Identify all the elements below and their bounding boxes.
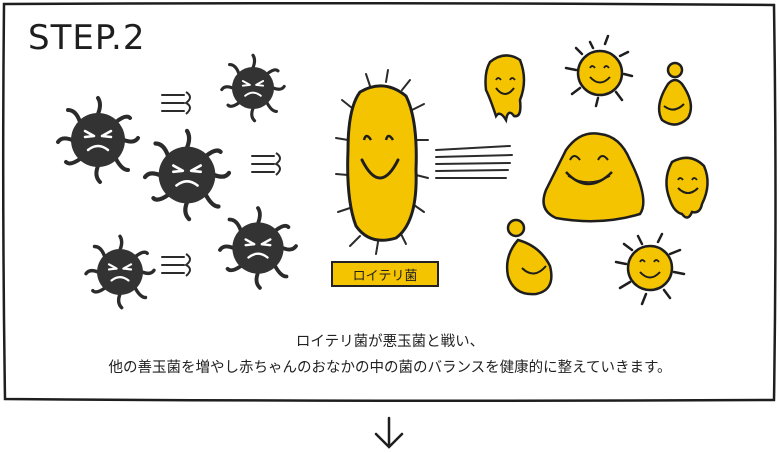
caption-line-1: ロイテリ菌が悪玉菌と戦い、 <box>295 334 485 350</box>
good-bacteria-icon <box>484 34 709 306</box>
step-title: STEP.2 <box>28 18 146 58</box>
caption-line-2: 他の善玉菌を増やし赤ちゃんのおなかの中の菌のバランスを健康的に整えていきます。 <box>108 360 672 376</box>
attack-lines-icon <box>435 145 513 179</box>
reuteri-label: ロイテリ菌 <box>331 261 439 287</box>
down-arrow-icon <box>374 416 404 449</box>
reuteri-bacteria-icon <box>335 69 429 255</box>
